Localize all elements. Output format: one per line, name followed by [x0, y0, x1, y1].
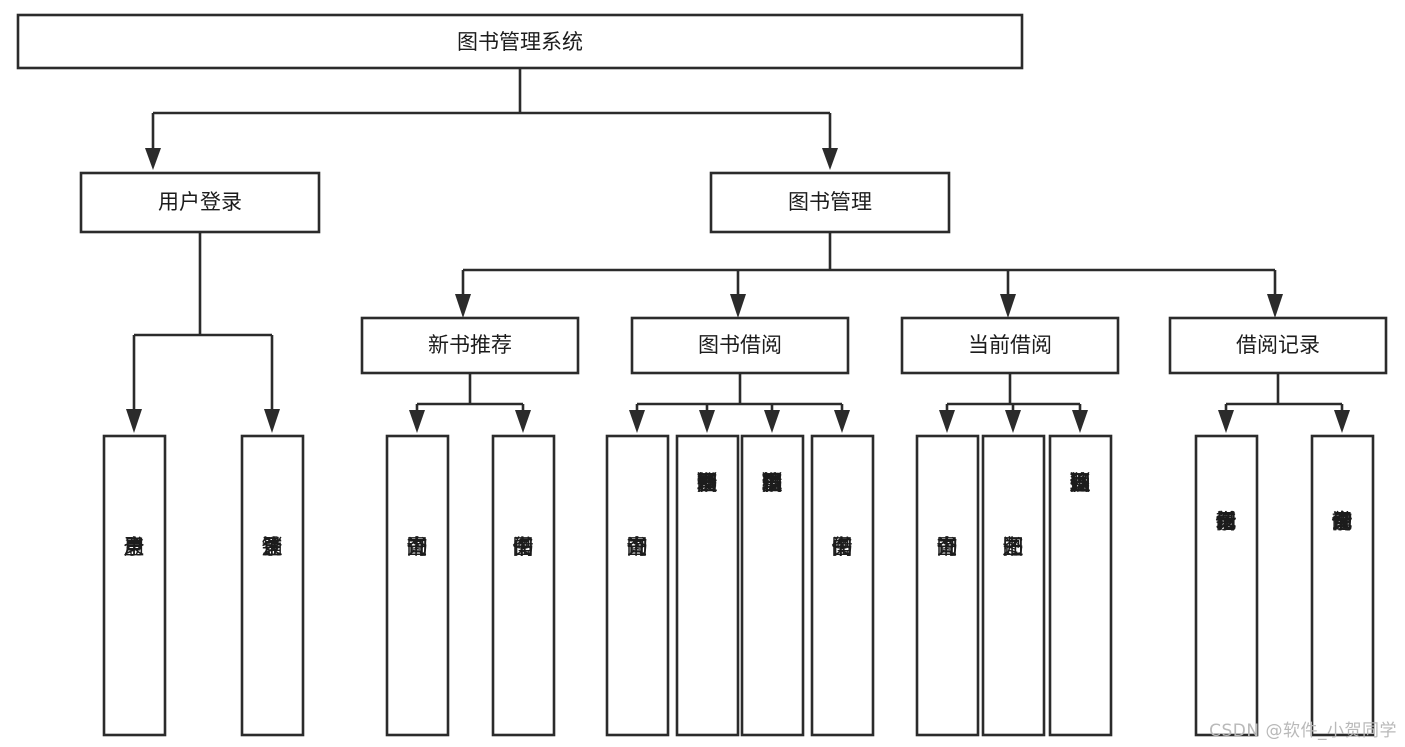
node-root-label: 图书管理系统	[457, 30, 583, 54]
leaf-user-login-logout[interactable]: 注销登录	[240, 434, 305, 737]
node-root[interactable]: 图书管理系统	[16, 13, 1024, 70]
arrow-bm-c3	[1000, 294, 1016, 318]
nodes-layer: 图书管理系统 用户登录 图书管理 新书推荐 图书借阅 当前借阅 借阅记录	[16, 13, 1388, 737]
node-book-borrow-box[interactable]	[630, 316, 850, 375]
node-book-management-label: 图书管理	[788, 190, 872, 214]
edges-layer	[126, 68, 1350, 433]
arrow-rc-l2	[1334, 410, 1350, 433]
leaf-records-query[interactable]: 查询借阅记录	[1310, 434, 1375, 737]
leaf-borrow-add-book-label: 新增图书（管理员）	[697, 471, 718, 495]
leaf-current-query-box[interactable]	[915, 434, 980, 737]
leaf-new-book-query-box[interactable]	[385, 434, 450, 737]
arrow-cu-l3	[1072, 410, 1088, 433]
leaf-borrow-query[interactable]: 查询图书	[605, 434, 670, 737]
arrow-bm-c2	[730, 294, 746, 318]
leaf-new-book-borrow-label: 借阅图书	[513, 535, 534, 559]
leaf-borrow-add-book[interactable]: 新增图书（管理员）	[675, 434, 740, 737]
leaf-new-book-query[interactable]: 查询图书	[385, 434, 450, 737]
arrow-root-to-bookmgmt	[822, 148, 838, 170]
leaf-borrow-query-label: 查询图书	[627, 535, 648, 559]
node-current-borrow[interactable]: 当前借阅	[900, 316, 1120, 375]
arrow-cu-l1	[939, 410, 955, 433]
node-book-management[interactable]: 图书管理	[709, 171, 951, 234]
arrow-bw-l4	[834, 410, 850, 433]
leaf-new-book-borrow-box[interactable]	[491, 434, 556, 737]
leaf-borrow-borrow-book-box[interactable]	[810, 434, 875, 737]
node-current-borrow-label: 当前借阅	[968, 333, 1052, 357]
leaf-new-book-query-label: 查询图书	[407, 535, 428, 559]
arrow-bw-l1	[629, 410, 645, 433]
node-new-book-recommend-box[interactable]	[360, 316, 580, 375]
leaf-user-login-login-box[interactable]	[102, 434, 167, 737]
leaf-user-login-logout-box[interactable]	[240, 434, 305, 737]
arrow-bm-c1	[455, 294, 471, 318]
arrow-nb-l2	[515, 410, 531, 433]
arrow-bm-c4	[1267, 294, 1283, 318]
leaf-current-return-label: 归还图书	[1003, 535, 1024, 559]
node-borrow-records-box[interactable]	[1168, 316, 1388, 375]
leaf-current-confirm-return-box[interactable]	[1048, 434, 1113, 737]
arrow-root-to-login	[145, 148, 161, 170]
arrow-login-l2	[264, 409, 280, 433]
leaf-records-add-box[interactable]	[1194, 434, 1259, 737]
leaf-records-add-label: 新增借阅记录	[1216, 509, 1237, 533]
leaf-borrow-edit-book-box[interactable]	[740, 434, 805, 737]
node-book-borrow-label: 图书借阅	[698, 333, 782, 357]
node-borrow-records-label: 借阅记录	[1236, 333, 1320, 357]
leaf-current-confirm-return-label: 确认归还（管理员）	[1070, 471, 1091, 495]
node-book-management-box[interactable]	[709, 171, 951, 234]
arrow-bw-l3	[764, 410, 780, 433]
leaf-borrow-borrow-book-label: 借阅图书	[832, 535, 853, 559]
node-user-login[interactable]: 用户登录	[79, 171, 321, 234]
leaf-records-query-box[interactable]	[1310, 434, 1375, 737]
node-new-book-recommend-label: 新书推荐	[428, 333, 512, 357]
leaf-borrow-edit-book[interactable]: 编辑图书（管理员）	[740, 434, 805, 737]
arrow-cu-l2	[1005, 410, 1021, 433]
leaf-current-return-box[interactable]	[981, 434, 1046, 737]
leaf-user-login-login-label: 用户登录	[124, 535, 145, 559]
leaf-user-login-login[interactable]: 用户登录	[102, 434, 167, 737]
node-root-box[interactable]	[16, 13, 1024, 70]
node-current-borrow-box[interactable]	[900, 316, 1120, 375]
leaf-current-confirm-return[interactable]: 确认归还（管理员）	[1048, 434, 1113, 737]
leaf-borrow-add-book-box[interactable]	[675, 434, 740, 737]
leaf-borrow-query-box[interactable]	[605, 434, 670, 737]
node-book-borrow[interactable]: 图书借阅	[630, 316, 850, 375]
arrow-nb-l1	[409, 410, 425, 433]
arrow-bw-l2	[699, 410, 715, 433]
arrow-login-l1	[126, 409, 142, 433]
leaf-current-query[interactable]: 查询图书	[915, 434, 980, 737]
arrow-rc-l1	[1218, 410, 1234, 433]
leaf-records-add[interactable]: 新增借阅记录	[1194, 434, 1259, 737]
leaf-current-query-label: 查询图书	[937, 535, 958, 559]
node-new-book-recommend[interactable]: 新书推荐	[360, 316, 580, 375]
leaf-user-login-logout-label: 注销登录	[262, 535, 283, 559]
leaf-borrow-edit-book-label: 编辑图书（管理员）	[762, 471, 783, 495]
leaf-records-query-label: 查询借阅记录	[1332, 509, 1353, 533]
node-borrow-records[interactable]: 借阅记录	[1168, 316, 1388, 375]
leaf-borrow-borrow-book[interactable]: 借阅图书	[810, 434, 875, 737]
node-user-login-box[interactable]	[79, 171, 321, 234]
leaf-current-return[interactable]: 归还图书	[981, 434, 1046, 737]
leaf-new-book-borrow[interactable]: 借阅图书	[491, 434, 556, 737]
node-user-login-label: 用户登录	[158, 190, 242, 214]
